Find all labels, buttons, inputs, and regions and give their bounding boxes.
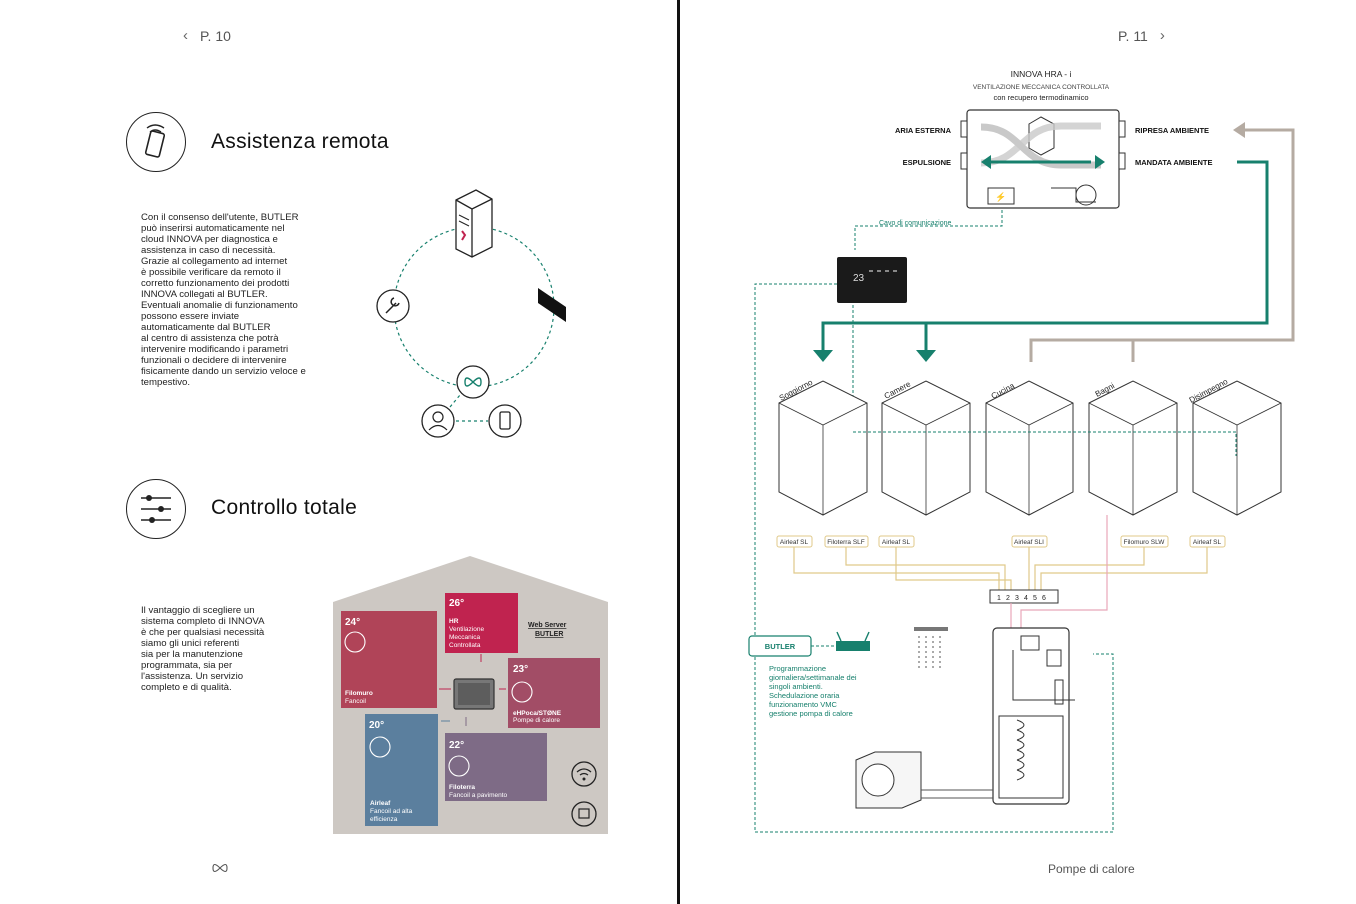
product-labels: Airleaf SL Filoterra SLF Airleaf SL Airl… bbox=[776, 535, 1226, 548]
wrench-icon bbox=[376, 289, 410, 323]
room-2-line-0: eHPoca/STØNE bbox=[513, 710, 562, 717]
sliders-icon bbox=[126, 479, 186, 539]
left-page: ‹ P. 10 Assistenza remota Con il consens… bbox=[0, 0, 677, 904]
phone-signal-icon bbox=[126, 112, 186, 172]
tablet-icon bbox=[538, 288, 566, 322]
svg-text:3: 3 bbox=[1015, 595, 1019, 602]
shower-icon bbox=[914, 627, 948, 668]
room-1-line-3: Controllata bbox=[449, 642, 481, 649]
room-3-line-1: Fancoil ad alta bbox=[370, 808, 413, 815]
room-3-line-2: efficienza bbox=[370, 816, 398, 823]
butler-description-line: giornaliera/settimanale dei bbox=[769, 673, 857, 682]
hot-water-tank bbox=[992, 627, 1075, 805]
aria-esterna-label: ARIA ESTERNA bbox=[895, 126, 952, 135]
butler-label: BUTLER bbox=[765, 642, 796, 651]
room-1-line-2: Meccanica bbox=[449, 634, 480, 641]
terminal-block bbox=[989, 589, 1059, 604]
butler-description-line: Schedulazione oraria bbox=[769, 691, 840, 700]
room-ehpoca bbox=[508, 658, 600, 728]
room-filoterra bbox=[445, 733, 547, 801]
controller-display: 23 bbox=[853, 273, 865, 284]
page-number-10: P. 10 bbox=[200, 27, 231, 44]
svg-text:6: 6 bbox=[1042, 595, 1046, 602]
wifi-icon bbox=[571, 761, 597, 787]
assistenza-remota-text: Con il consenso dell'utente, BUTLER può … bbox=[141, 212, 306, 388]
heat-pump-system-diagram: INNOVA HRA - i VENTILAZIONE MECCANICA CO… bbox=[748, 69, 1295, 833]
room-1-line-0: HR bbox=[449, 618, 459, 625]
svg-text:Filomuro SLW: Filomuro SLW bbox=[1124, 539, 1166, 546]
remote-assistance-diagram bbox=[376, 189, 566, 438]
chevron-right-icon: › bbox=[1159, 27, 1165, 44]
web-server-label: Web Server bbox=[528, 622, 567, 629]
hra-unit: ⚡ bbox=[960, 109, 1126, 209]
butler-description-line: singoli ambienti. bbox=[769, 682, 823, 691]
web-server-butler-label: BUTLER bbox=[535, 631, 563, 638]
unit-subtitle-2: con recupero termodinamico bbox=[993, 93, 1088, 102]
unit-title: INNOVA HRA - i bbox=[1011, 69, 1072, 79]
butler-description-line: gestione pompa di calore bbox=[769, 709, 853, 718]
butterfly-logo-icon bbox=[212, 860, 228, 879]
right-page: P. 11 › Pompe di calore INNOVA HRA - i V… bbox=[681, 0, 1356, 904]
room-temp-4: 22° bbox=[449, 740, 464, 751]
room-temp-2: 23° bbox=[513, 664, 528, 675]
assistenza-remota-title: Assistenza remota bbox=[211, 130, 389, 153]
svg-text:Airleaf SL: Airleaf SL bbox=[882, 539, 911, 546]
svg-text:Airleaf SLI: Airleaf SLI bbox=[1014, 539, 1044, 546]
cable-label: Cavo di comunicazione bbox=[879, 220, 951, 227]
butler-description-line: funzionamento VMC bbox=[769, 700, 838, 709]
smartphone-icon bbox=[488, 404, 522, 438]
next-page-nav[interactable]: P. 11 › bbox=[1118, 27, 1165, 44]
controllo-totale-text: Il vantaggio di scegliere un sistema com… bbox=[141, 605, 265, 693]
room-4-line-1: Fancoil a pavimento bbox=[449, 792, 508, 799]
room-0-line-0: Filomuro bbox=[345, 690, 373, 697]
ripresa-ambiente-label: RIPRESA AMBIENTE bbox=[1135, 126, 1209, 135]
butterfly-hub-icon bbox=[456, 365, 490, 399]
room-temp-1: 26° bbox=[449, 598, 464, 609]
svg-text:1: 1 bbox=[997, 595, 1001, 602]
technician-icon bbox=[421, 404, 455, 438]
butler-description-line: Programmazione bbox=[769, 664, 826, 673]
room-hr bbox=[445, 593, 518, 653]
svg-text:⚡: ⚡ bbox=[995, 191, 1006, 203]
page-footer-label: Pompe di calore bbox=[1048, 862, 1135, 876]
svg-text:Airleaf SL: Airleaf SL bbox=[1193, 539, 1222, 546]
outdoor-heat-pump bbox=[855, 751, 993, 809]
house-control-diagram: 24° 26° 23° 20° 22° Filomuro Fancoil HR … bbox=[333, 556, 608, 834]
page-number-11: P. 11 bbox=[1118, 27, 1148, 44]
room-temp-0: 24° bbox=[345, 617, 360, 628]
espulsione-label: ESPULSIONE bbox=[903, 158, 951, 167]
room-2-line-1: Pompe di calore bbox=[513, 717, 560, 724]
room-filomuro bbox=[341, 611, 437, 708]
room-3-line-0: Airleaf bbox=[370, 800, 391, 807]
wall-controller: 23 bbox=[837, 257, 907, 303]
controllo-totale-title: Controllo totale bbox=[211, 496, 358, 519]
svg-text:2: 2 bbox=[1006, 595, 1010, 602]
svg-text:Filoterra SLF: Filoterra SLF bbox=[827, 539, 865, 546]
server-icon bbox=[455, 189, 493, 258]
mandata-ambiente-label: MANDATA AMBIENTE bbox=[1135, 158, 1213, 167]
room-boxes bbox=[778, 380, 1282, 516]
room-4-line-0: Filoterra bbox=[449, 784, 475, 791]
unit-subtitle-1: VENTILAZIONE MECCANICA CONTROLLATA bbox=[973, 84, 1110, 91]
page-divider bbox=[677, 0, 680, 904]
room-airleaf bbox=[365, 714, 438, 826]
svg-text:Airleaf SL: Airleaf SL bbox=[780, 539, 809, 546]
prev-page-nav[interactable]: ‹ P. 10 bbox=[183, 27, 231, 44]
room-0-line-1: Fancoil bbox=[345, 698, 367, 705]
network-icon bbox=[571, 801, 597, 827]
router-icon bbox=[836, 631, 870, 651]
svg-text:5: 5 bbox=[1033, 595, 1037, 602]
room-temp-3: 20° bbox=[369, 720, 384, 731]
svg-text:4: 4 bbox=[1024, 595, 1028, 602]
chevron-left-icon: ‹ bbox=[183, 27, 188, 44]
room-1-line-1: Ventilazione bbox=[449, 626, 484, 633]
